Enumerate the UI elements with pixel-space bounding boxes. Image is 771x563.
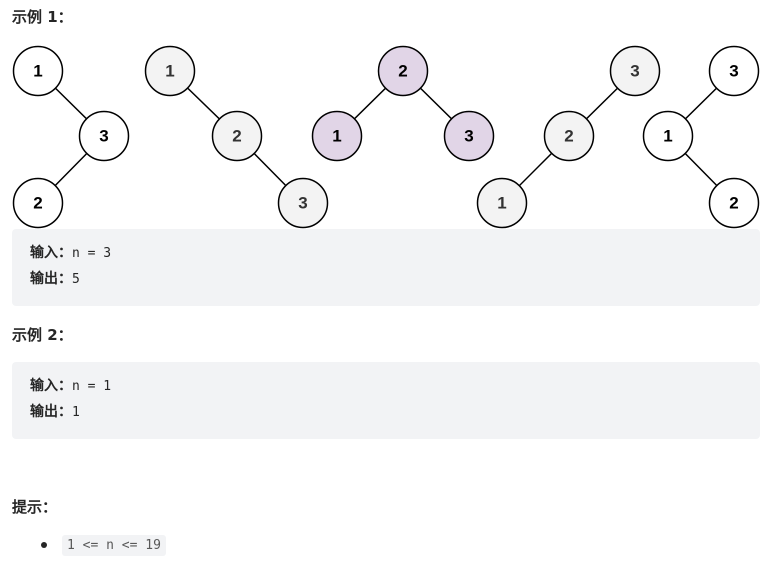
example-1-trees-figure: 1 3 2 1 2 3 2 1 3 3 2 1: [12, 45, 760, 229]
output-value: 1: [72, 405, 80, 420]
tree-4: 3 2 1: [476, 45, 661, 229]
tree-node-label: 3: [464, 127, 473, 146]
tree-node-label: 2: [33, 194, 42, 213]
tree-node-label: 2: [729, 194, 738, 213]
tree-node-label: 3: [729, 62, 738, 81]
example-1-output-line: 输出：5: [30, 266, 742, 292]
tree-node-label: 2: [398, 62, 407, 81]
tree-node: [377, 45, 429, 97]
tree-1: 1 3 2: [12, 45, 130, 229]
tree-node: [609, 45, 661, 97]
tree-node-label: 2: [564, 127, 573, 146]
output-label: 输出：: [30, 271, 72, 287]
tree-node-label: 1: [497, 194, 506, 213]
tree-node: [642, 110, 694, 162]
tree-node: [443, 110, 495, 162]
tree-node: [12, 177, 64, 229]
tree-node: [78, 110, 130, 162]
tree-5: 3 1 2: [642, 45, 760, 229]
example-1-heading: 示例 1：: [12, 8, 73, 26]
tree-node-label: 1: [663, 127, 672, 146]
tree-2: 1 2 3: [144, 45, 329, 229]
tree-node: [543, 110, 595, 162]
output-label: 输出：: [30, 404, 72, 420]
tree-node: [311, 110, 363, 162]
tree-node: [144, 45, 196, 97]
bullet-icon: [41, 542, 47, 548]
tree-node: [12, 45, 64, 97]
input-value: n = 3: [72, 246, 112, 261]
example-1-input-line: 输入：n = 3: [30, 240, 742, 266]
tree-node: [277, 177, 329, 229]
tree-node-label: 1: [165, 62, 174, 81]
output-value: 5: [72, 272, 80, 287]
tree-node: [708, 177, 760, 229]
hints-heading: 提示：: [12, 498, 58, 516]
input-value: n = 1: [72, 379, 112, 394]
tree-node: [708, 45, 760, 97]
example-2-output-line: 输出：1: [30, 399, 742, 425]
tree-node-label: 3: [630, 62, 639, 81]
tree-node-label: 3: [99, 127, 108, 146]
example-2-heading: 示例 2：: [12, 326, 73, 344]
example-2-input-line: 输入：n = 1: [30, 373, 742, 399]
tree-node-label: 1: [33, 62, 42, 81]
example-1-io-block: 输入：n = 3 输出：5: [12, 229, 760, 306]
tree-node-label: 2: [232, 127, 241, 146]
input-label: 输入：: [30, 378, 72, 394]
input-label: 输入：: [30, 245, 72, 261]
constraint-code: 1 <= n <= 19: [62, 535, 166, 556]
tree-node-label: 3: [298, 194, 307, 213]
tree-node: [211, 110, 263, 162]
tree-node: [476, 177, 528, 229]
tree-3: 2 1 3: [311, 45, 495, 162]
example-2-io-block: 输入：n = 1 输出：1: [12, 362, 760, 439]
tree-node-label: 1: [332, 127, 341, 146]
